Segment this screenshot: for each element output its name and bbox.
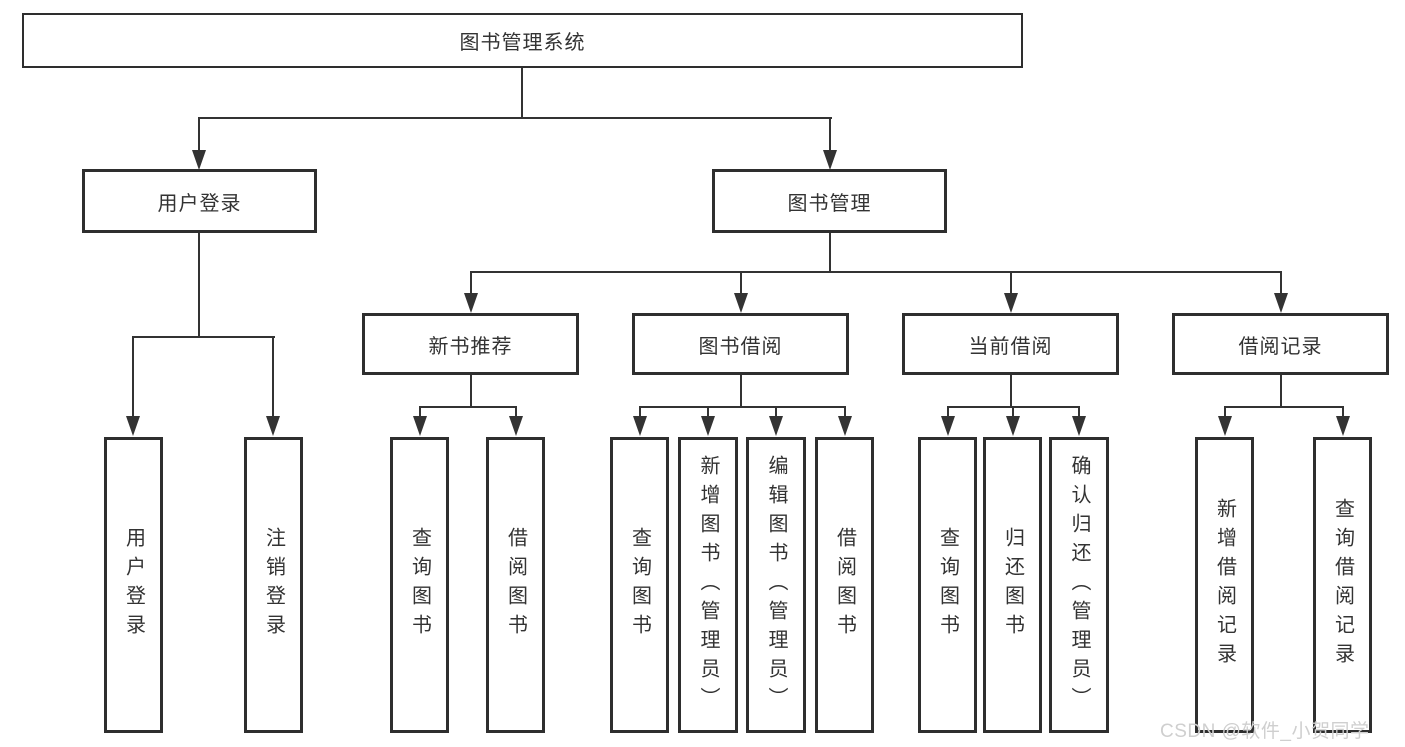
connector-borrow-drop-3 — [775, 406, 777, 418]
arrow-down-icon — [464, 293, 478, 313]
connector-recommend-stem — [470, 375, 472, 408]
connector-current-drop-3 — [1078, 406, 1080, 418]
connector-book-mgmt-stem — [829, 233, 831, 273]
node-root-system: 图书管理系统 — [22, 13, 1023, 68]
arrow-down-icon — [823, 150, 837, 170]
arrow-down-icon — [509, 416, 523, 436]
connector-records-rail — [1224, 406, 1343, 408]
connector-book-mgmt-drop-3 — [1010, 271, 1012, 295]
leaf-query-books-current: 查询图书 — [918, 437, 977, 733]
connector-book-mgmt-rail — [470, 271, 1281, 273]
arrow-down-icon — [413, 416, 427, 436]
leaf-add-borrow-record: 新增借阅记录 — [1195, 437, 1254, 733]
connector-records-drop-2 — [1342, 406, 1344, 418]
arrow-down-icon — [1336, 416, 1350, 436]
node-borrow-records: 借阅记录 — [1172, 313, 1389, 375]
leaf-add-books-admin: 新增图书（管理员） — [678, 437, 738, 733]
csdn-watermark: CSDN @软件_小贺同学 — [1160, 721, 1370, 742]
leaf-borrow-books: 借阅图书 — [815, 437, 874, 733]
connector-borrow-rail — [639, 406, 845, 408]
leaf-query-borrow-record: 查询借阅记录 — [1313, 437, 1372, 733]
connector-records-drop-1 — [1224, 406, 1226, 418]
leaf-query-books-recommend: 查询图书 — [390, 437, 449, 733]
connector-root-rail — [198, 117, 832, 119]
leaf-confirm-return-admin: 确认归还（管理员） — [1049, 437, 1109, 733]
leaf-query-books-borrow: 查询图书 — [610, 437, 669, 733]
node-user-login: 用户登录 — [82, 169, 317, 233]
connector-recommend-drop-2 — [515, 406, 517, 418]
arrow-down-icon — [701, 416, 715, 436]
connector-borrow-stem — [740, 375, 742, 408]
connector-borrow-drop-4 — [844, 406, 846, 418]
arrow-down-icon — [633, 416, 647, 436]
connector-current-stem — [1010, 375, 1012, 408]
connector-current-drop-2 — [1012, 406, 1014, 418]
node-book-management: 图书管理 — [712, 169, 947, 233]
arrow-down-icon — [1006, 416, 1020, 436]
arrow-down-icon — [266, 416, 280, 436]
connector-user-login-rail — [132, 336, 275, 338]
connector-current-drop-1 — [947, 406, 949, 418]
connector-user-login-drop-2 — [272, 336, 274, 418]
arrow-down-icon — [1218, 416, 1232, 436]
arrow-down-icon — [1004, 293, 1018, 313]
connector-book-mgmt-drop-1 — [470, 271, 472, 295]
node-book-borrow: 图书借阅 — [632, 313, 849, 375]
node-new-book-recommend: 新书推荐 — [362, 313, 579, 375]
connector-book-mgmt-drop-4 — [1280, 271, 1282, 295]
arrow-down-icon — [1072, 416, 1086, 436]
connector-records-stem — [1280, 375, 1282, 408]
arrow-down-icon — [126, 416, 140, 436]
arrow-down-icon — [769, 416, 783, 436]
leaf-return-books: 归还图书 — [983, 437, 1042, 733]
connector-borrow-drop-1 — [639, 406, 641, 418]
leaf-edit-books-admin: 编辑图书（管理员） — [746, 437, 806, 733]
connector-user-login-stem — [198, 233, 200, 338]
connector-user-login-drop-1 — [132, 336, 134, 418]
connector-root-stem — [521, 68, 523, 117]
arrow-down-icon — [192, 150, 206, 170]
connector-root-drop-right — [829, 117, 831, 153]
arrow-down-icon — [734, 293, 748, 313]
connector-recommend-rail — [419, 406, 516, 408]
connector-recommend-drop-1 — [419, 406, 421, 418]
arrow-down-icon — [1274, 293, 1288, 313]
node-current-borrow: 当前借阅 — [902, 313, 1119, 375]
leaf-borrow-books-recommend: 借阅图书 — [486, 437, 545, 733]
arrow-down-icon — [941, 416, 955, 436]
arrow-down-icon — [838, 416, 852, 436]
connector-root-drop-left — [198, 117, 200, 153]
connector-book-mgmt-drop-2 — [740, 271, 742, 295]
leaf-logout: 注销登录 — [244, 437, 303, 733]
leaf-user-login: 用户登录 — [104, 437, 163, 733]
connector-borrow-drop-2 — [707, 406, 709, 418]
